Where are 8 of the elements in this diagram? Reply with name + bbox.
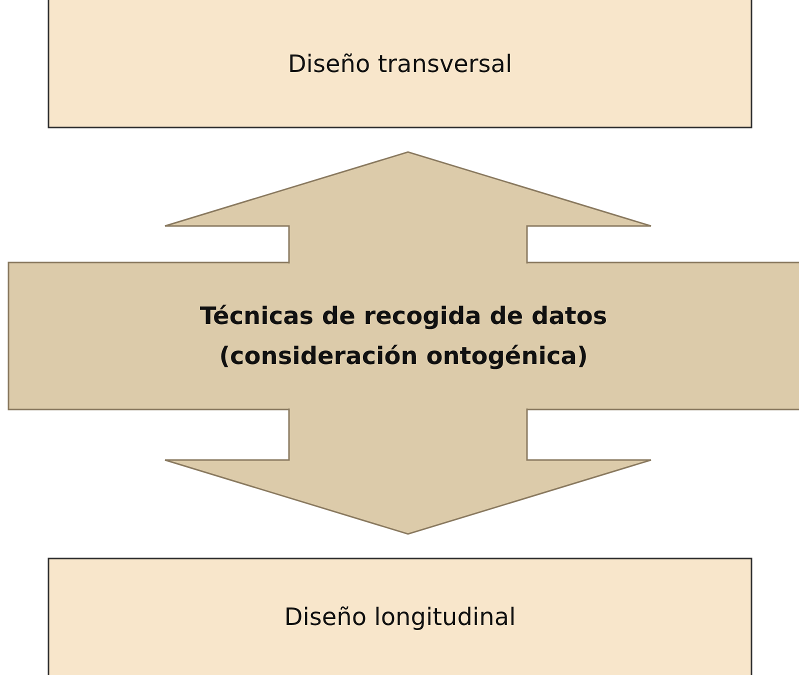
- process-box: [48, 0, 752, 128]
- block-arrow: [164, 408, 652, 535]
- process-box: [48, 558, 752, 675]
- box-label: Diseño longitudinal: [284, 602, 516, 632]
- band-label: Técnicas de recogida de datos (consideración ontogénica): [198, 301, 608, 372]
- box-label: Diseño transversal: [288, 49, 512, 79]
- arrow-band: [8, 262, 799, 410]
- block-arrow: [164, 151, 652, 264]
